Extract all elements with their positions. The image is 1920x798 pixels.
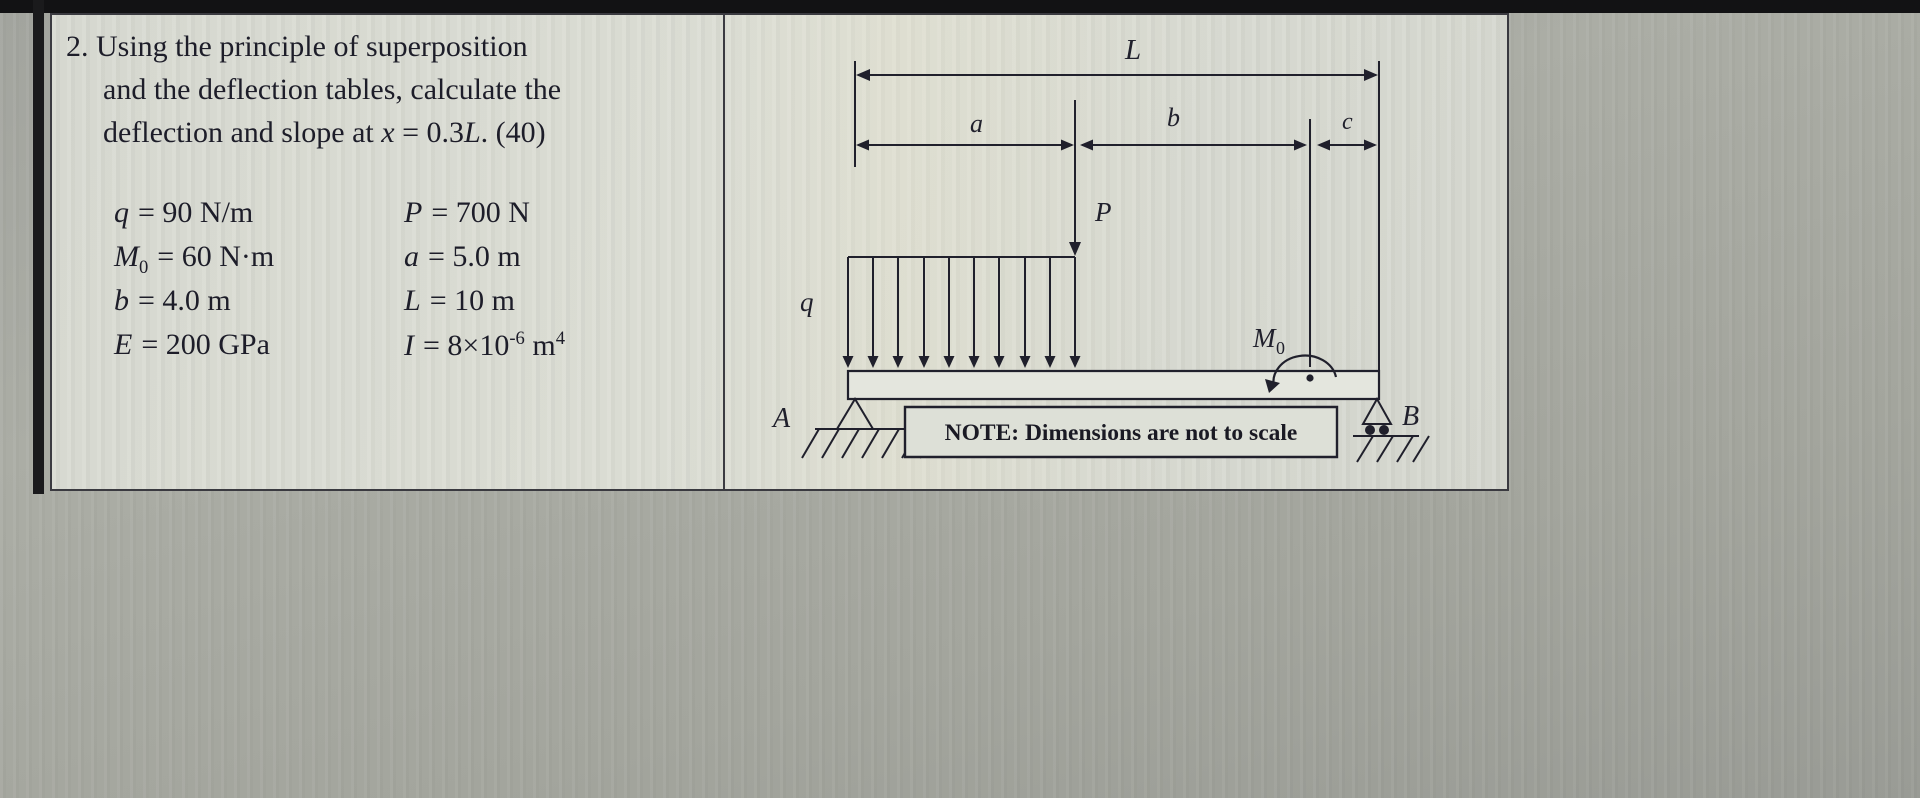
value-L: = 10 m [429, 284, 515, 317]
given-values-column-1: q = 90 N/m M0 = 60 N·m b = 4.0 m E= 200 GPa [114, 196, 274, 372]
support-B: B [1353, 399, 1429, 462]
support-A-label: A [771, 403, 791, 434]
statement-line-3: deflection and slope at x = 0.3L. (40) [103, 115, 561, 151]
statement-line-1: 2. Using the principle of superposition [66, 29, 561, 65]
symbol-b: b [114, 284, 129, 317]
point-load-P-label: P [1094, 197, 1112, 227]
symbol-L-given: L [404, 284, 421, 317]
value-b: = 4.0 m [138, 284, 231, 317]
given-values-column-2: P= 700 N a = 5.0 m L= 10 m I = 8×10-6 m4 [404, 196, 565, 372]
note-text: NOTE: Dimensions are not to scale [945, 420, 1298, 446]
roller-support-icon [1363, 399, 1391, 424]
given-b: b = 4.0 m [114, 284, 274, 328]
dimension-b-label: b [1167, 103, 1180, 132]
symbol-M0-subscript: 0 [139, 257, 149, 278]
symbol-L: L [463, 116, 481, 149]
symbol-a: a [404, 240, 419, 273]
given-L: L= 10 m [404, 284, 565, 328]
distributed-load-q-label: q [800, 287, 814, 317]
moment-M0: M 0 [1252, 323, 1336, 393]
statement-line-2: and the deflection tables, calculate the [103, 72, 561, 108]
distributed-load-q: q [800, 257, 1081, 368]
dimension-L-label: L [1124, 34, 1141, 66]
point-load-P: P [1069, 100, 1112, 256]
moment-M0-subscript: 0 [1276, 338, 1285, 358]
given-a: a = 5.0 m [404, 240, 565, 284]
beam [848, 371, 1379, 399]
photo-top-dark-band [0, 0, 1920, 13]
statement-text: = 0.3 [394, 116, 464, 149]
dimension-extension-lines [855, 61, 1379, 371]
statement-text: . (40) [480, 116, 546, 149]
value-P: = 700 N [431, 196, 530, 229]
given-P: P= 700 N [404, 196, 565, 240]
beam-diagram: L a b c P [771, 34, 1506, 489]
value-a: = 5.0 m [428, 240, 521, 273]
dimension-b: b [1080, 103, 1307, 151]
statement-text: and the deflection tables, calculate the [103, 73, 562, 106]
value-I-unit: m [532, 329, 556, 362]
given-q: q = 90 N/m [114, 196, 274, 240]
problem-sheet: 2. Using the principle of superposition … [50, 13, 1509, 491]
symbol-I: I [404, 329, 414, 362]
support-B-label: B [1402, 401, 1419, 432]
value-I-base: = 8×10 [423, 329, 510, 362]
panel-divider-line [723, 15, 725, 489]
dimension-L: L [856, 34, 1378, 81]
symbol-P: P [404, 196, 423, 229]
dimension-c: c [1317, 109, 1377, 151]
value-E: = 200 GPa [141, 328, 270, 361]
given-M0: M0 = 60 N·m [114, 240, 274, 284]
given-I: I = 8×10-6 m4 [404, 328, 565, 372]
problem-statement: 2. Using the principle of superposition … [66, 29, 561, 151]
support-B-hatching [1357, 436, 1429, 462]
distributed-load-arrows [842, 257, 1081, 368]
moment-M0-label: M [1252, 323, 1277, 353]
statement-text: 2. Using the principle of superposition [66, 30, 528, 63]
value-I-unit-exponent: 4 [555, 328, 565, 349]
value-q: = 90 N/m [138, 196, 254, 229]
value-M0: = 60 N·m [157, 240, 275, 273]
symbol-q: q [114, 196, 129, 229]
dimension-a-label: a [970, 109, 983, 138]
given-E: E= 200 GPa [114, 328, 274, 372]
statement-text: deflection and slope at [103, 116, 382, 149]
value-I-exponent: -6 [509, 328, 525, 349]
pin-support-icon [837, 399, 873, 429]
note-box: NOTE: Dimensions are not to scale [905, 407, 1337, 457]
symbol-x: x [381, 116, 395, 149]
symbol-M0: M [114, 240, 139, 273]
photo-left-dark-band [33, 0, 44, 494]
dimension-c-label: c [1342, 109, 1353, 135]
dimension-a: a [856, 109, 1074, 151]
symbol-E: E [114, 328, 133, 361]
